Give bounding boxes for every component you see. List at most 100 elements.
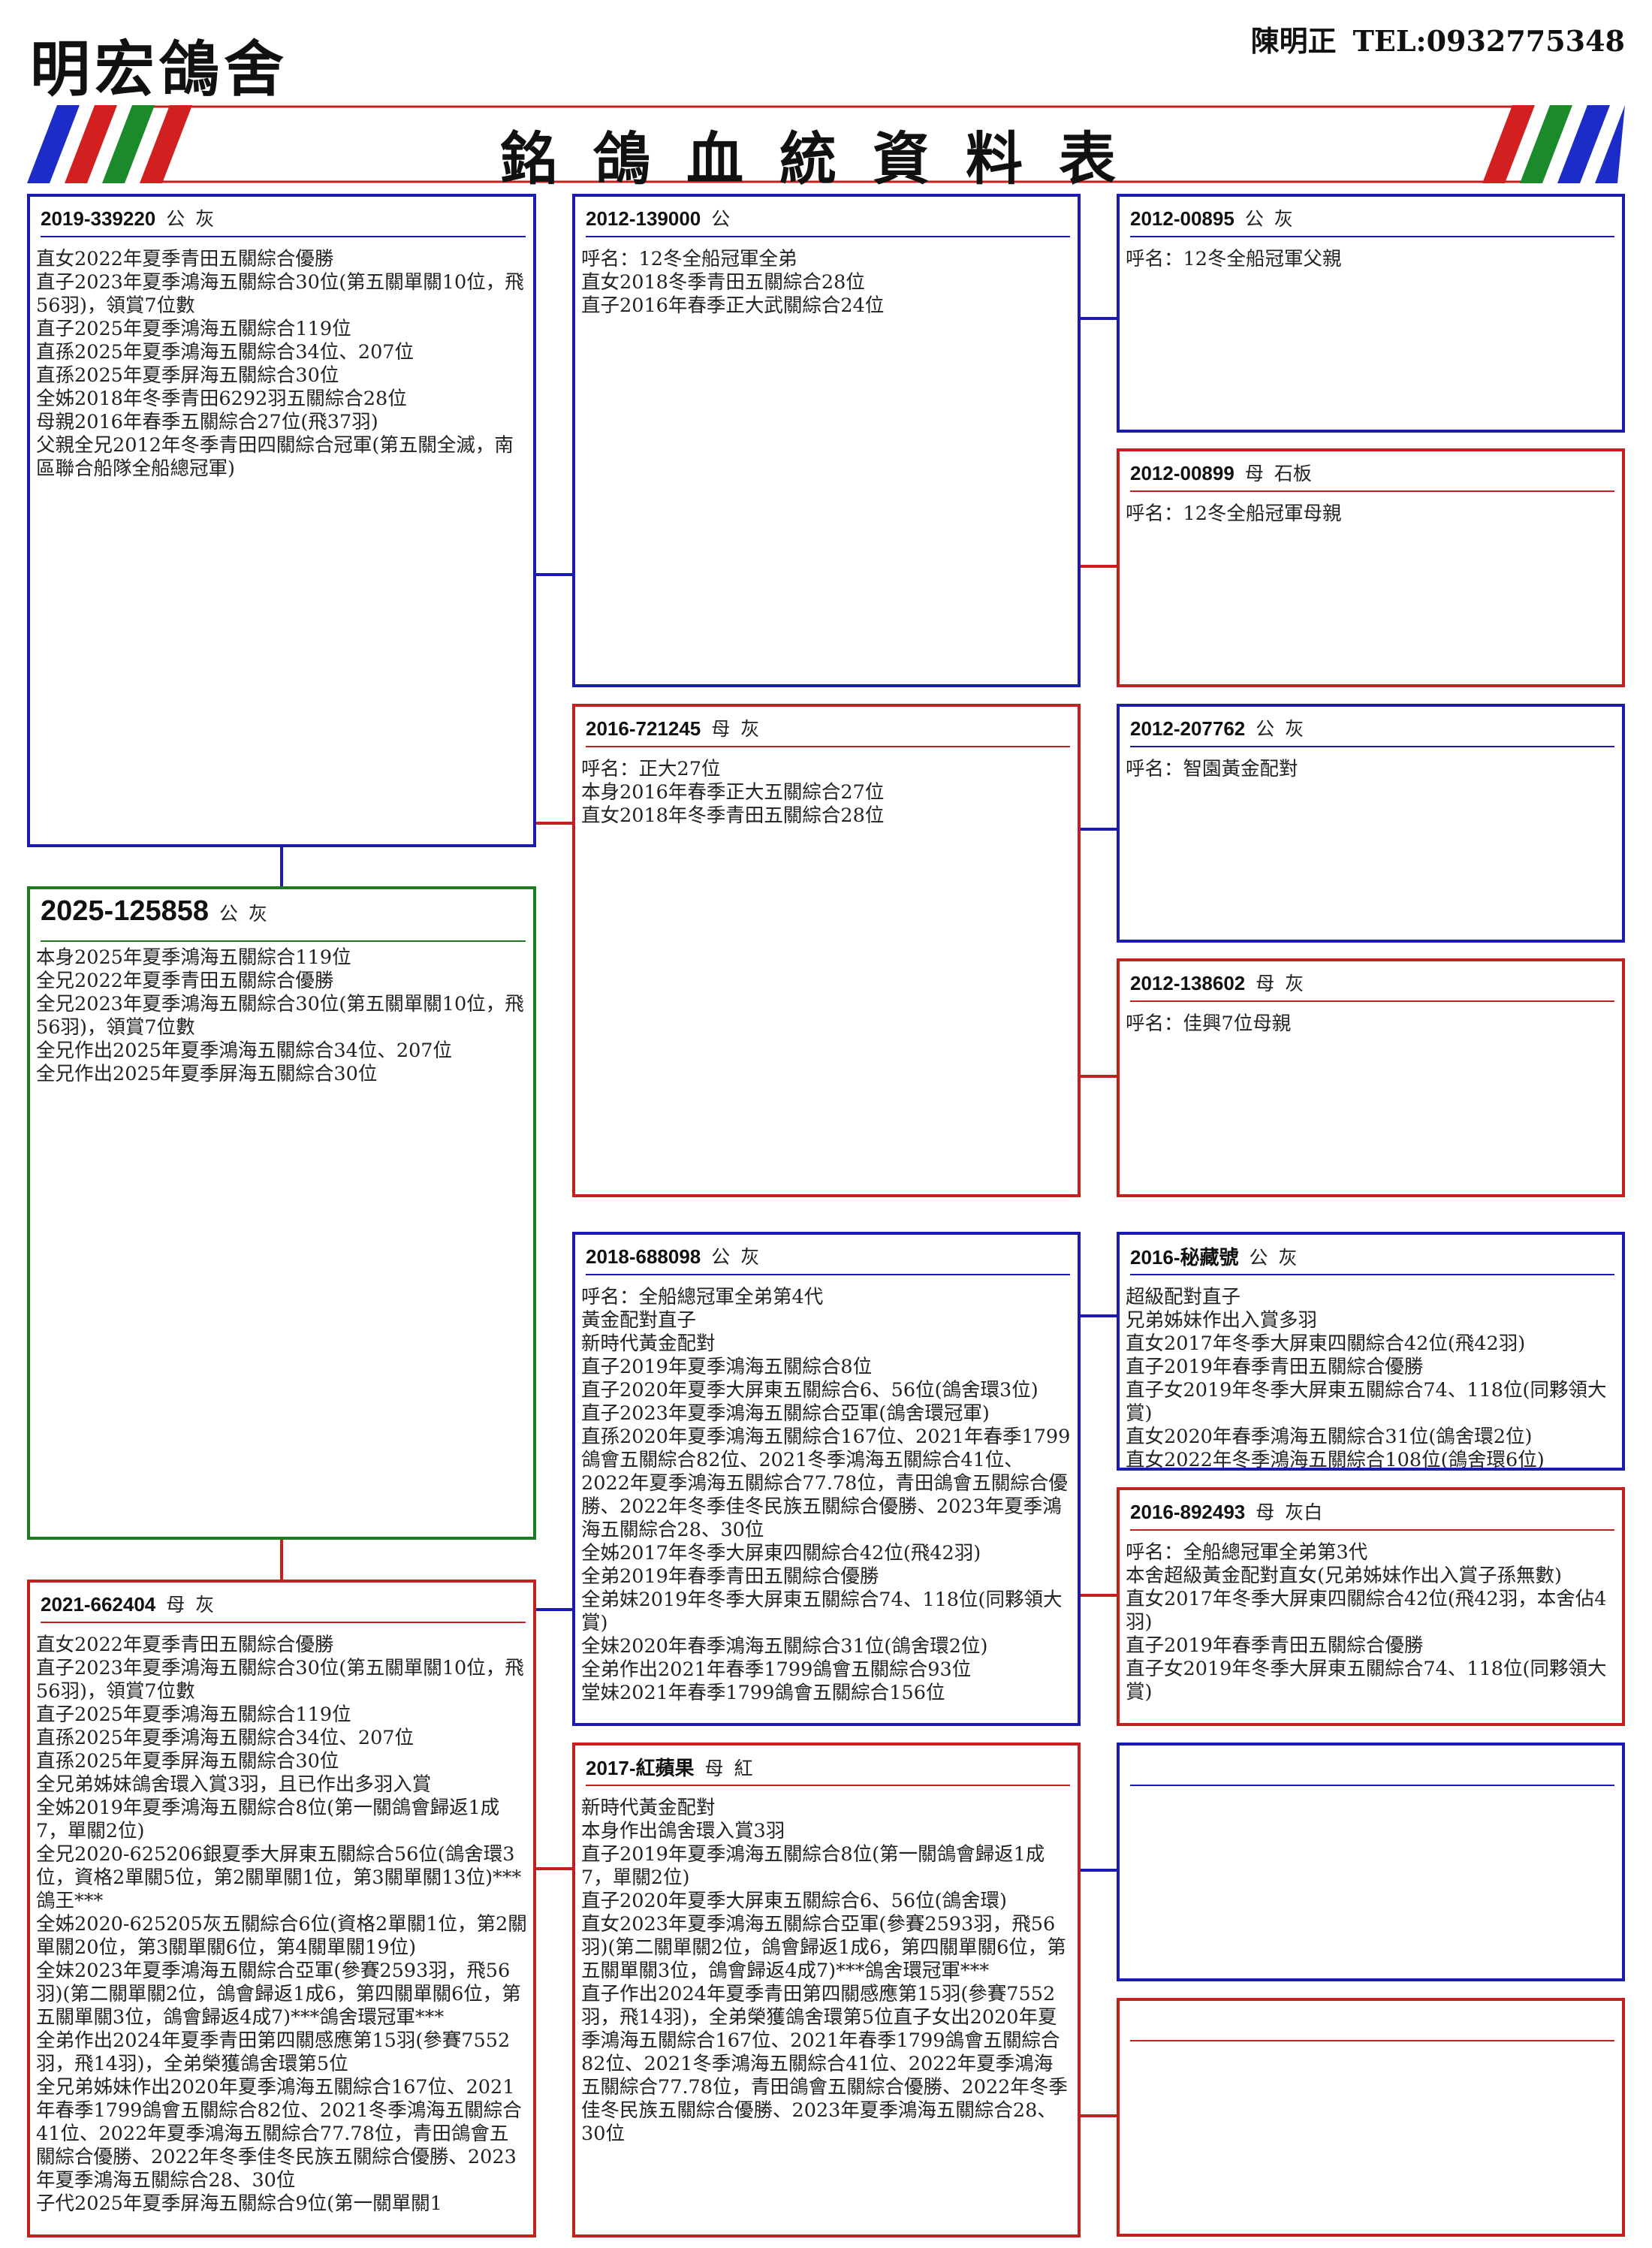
dd-dam-card[interactable]	[1117, 1998, 1625, 2237]
sd-dam-notes: 呼名：佳興7位母親	[1126, 1012, 1616, 1036]
note-line: 直子作出2024年夏季青田第四關感應第15羽(參賽7552羽，飛14羽)，全弟榮…	[581, 1983, 1068, 2145]
note-line: 全妹2020年春季鴻海五關綜合31位(鴿舍環2位)	[581, 1635, 988, 1658]
note-line: 父親全兄2012年冬季青田四關綜合冠軍(第五關全滅，南區聯合船隊全船總冠軍)	[36, 434, 514, 480]
ss-sire-card[interactable]: 2012-00895 公灰 呼名：12冬全船冠軍父親	[1117, 194, 1625, 433]
note-line: 全兄弟姊妹作出2020年夏季鴻海五關綜合167位、2021年春季1799鴿會五關…	[36, 2076, 522, 2192]
note-line: 直女2022年夏季青田五關綜合優勝	[36, 248, 334, 270]
right-stripes-icon	[1482, 105, 1625, 183]
connector-dam-dam	[535, 1867, 574, 1870]
note-line: 直孫2025年夏季鴻海五關綜合34位、207位	[36, 341, 415, 364]
connector-sire-sire	[535, 573, 574, 576]
note-line: 母親2016年春季五關綜合27位(飛37羽)	[36, 411, 378, 433]
ring-number: 2012-138602	[1130, 972, 1246, 994]
note-line: 全兄2020-625206銀夏季大屏東五關綜合56位(鴿舍環3位，資格2單關5位…	[36, 1843, 522, 1912]
ring-number: 2016-秘藏號	[1130, 1246, 1239, 1269]
dd-sire-card[interactable]	[1117, 1743, 1625, 1981]
title-banner	[27, 105, 1625, 183]
note-line: 全弟作出2021年春季1799鴿會五關綜合93位	[581, 1658, 972, 1681]
note-line: 直子女2019年冬季大屏東五關綜合74、118位(同夥領大賞)	[1126, 1658, 1607, 1703]
sex-label: 公	[711, 208, 731, 230]
sex-label: 公	[166, 208, 185, 230]
ring-number: 2012-139000	[586, 207, 701, 230]
ring-number: 2018-688098	[586, 1245, 701, 1268]
note-line: 呼名：佳興7位母親	[1126, 1012, 1292, 1035]
ring-number: 2025-125858	[41, 895, 209, 927]
connector-ss-dam	[1079, 565, 1118, 568]
banner-title: 銘鴿血統資料表	[500, 125, 1152, 192]
sex-label: 母	[704, 1758, 724, 1779]
connector-sd-sire	[1079, 828, 1118, 831]
connector-dam-sire	[535, 1608, 574, 1611]
ring-number: 2012-207762	[1130, 717, 1246, 740]
ring-number: 2016-721245	[586, 717, 701, 740]
dd-dam-header	[1130, 2008, 1614, 2041]
dam-dam-notes: 新時代黃金配對 本身作出鴿舍環入賞3羽 直子2019年夏季鴻海五關綜合8位(第一…	[581, 1797, 1072, 2146]
connector-subject-sire	[280, 847, 283, 886]
note-line: 直孫2025年夏季鴻海五關綜合34位、207位	[36, 1727, 415, 1749]
dd-sire-header	[1130, 1753, 1614, 1786]
connector-subject-dam	[280, 1539, 283, 1580]
note-line: 直孫2025年夏季屏海五關綜合30位	[36, 364, 339, 387]
dam-dam-card[interactable]: 2017-紅蘋果母紅 新時代黃金配對 本身作出鴿舍環入賞3羽 直子2019年夏季…	[572, 1743, 1081, 2237]
sex-label: 母	[166, 1594, 185, 1616]
ring-number: 2019-339220	[41, 207, 156, 230]
note-line: 全弟作出2024年夏季青田第四關感應第15羽(參賽7552羽，飛14羽)，全弟榮…	[36, 2029, 511, 2075]
sex-label: 公	[711, 1246, 731, 1268]
color-label: 灰	[1285, 718, 1304, 740]
note-line: 直子2020年夏季大屏東五關綜合6、56位(鴿舍環)	[581, 1890, 1007, 1912]
color-label: 灰	[740, 718, 760, 740]
note-line: 直子2019年夏季鴻海五關綜合8位(第一關鴿會歸返1成7，單關2位)	[581, 1843, 1045, 1889]
connector-sd-dam	[1079, 1075, 1118, 1078]
color-label: 灰白	[1285, 1501, 1323, 1523]
note-line: 超級配對直子	[1126, 1286, 1241, 1308]
sex-label: 公	[1249, 1247, 1268, 1269]
sd-sire-notes: 呼名：智園黃金配對	[1126, 758, 1616, 781]
ds-sire-header: 2016-秘藏號公灰	[1130, 1242, 1614, 1275]
ss-dam-notes: 呼名：12冬全船冠軍母親	[1126, 502, 1616, 526]
note-line: 呼名：12冬全船冠軍父親	[1126, 248, 1342, 270]
note-line: 黃金配對直子	[581, 1309, 697, 1332]
color-label: 灰	[1285, 973, 1304, 994]
connector-ds-dam	[1079, 1594, 1118, 1597]
connector-dd-sire	[1079, 1869, 1118, 1872]
phone-number: TEL:0932775348	[1352, 24, 1625, 58]
note-line: 全兄弟姊妹鴿舍環入賞3羽，且已作出多羽入賞	[36, 1773, 432, 1796]
note-line: 全兄2022年夏季青田五關綜合優勝	[36, 970, 334, 992]
note-line: 直子2019年夏季鴻海五關綜合8位	[581, 1356, 873, 1378]
color-label: 紅	[734, 1758, 753, 1779]
note-line: 直子2023年夏季鴻海五關綜合30位(第五關單關10位，飛56羽)，領賞7位數	[36, 271, 524, 317]
color-label: 灰	[1274, 208, 1293, 230]
note-line: 全姊2017年冬季大屏東四關綜合42位(飛42羽)	[581, 1542, 981, 1565]
sex-label: 公	[1244, 208, 1264, 230]
owner-name: 陳明正	[1250, 24, 1337, 58]
note-line: 直子2023年夏季鴻海五關綜合亞軍(鴿舍環冠軍)	[581, 1402, 990, 1425]
note-line: 直女2022年冬季鴻海五關綜合108位(鴿舍環6位)	[1126, 1449, 1545, 1471]
color-label: 石板	[1274, 463, 1312, 484]
note-line: 直女2017年冬季大屏東四關綜合42位(飛42羽)	[1126, 1332, 1526, 1355]
note-line: 直女2023年夏季鴻海五關綜合亞軍(參賽2593羽，飛56羽)(第二關單關2位，…	[581, 1913, 1066, 1982]
note-line: 直子2019年春季青田五關綜合優勝	[1126, 1356, 1424, 1378]
note-line: 全弟妹2019年冬季大屏東五關綜合74、118位(同夥領大賞)	[581, 1589, 1063, 1634]
note-line: 直女2022年夏季青田五關綜合優勝	[36, 1634, 334, 1656]
dam-sire-notes: 呼名：全船總冠軍全弟第4代 黃金配對直子 新時代黃金配對 直子2019年夏季鴻海…	[581, 1286, 1072, 1705]
ring-number: 2012-00895	[1130, 207, 1234, 230]
sex-label: 母	[1256, 1501, 1275, 1523]
ds-sire-card[interactable]: 2016-秘藏號公灰 超級配對直子 兄弟姊妹作出入賞多羽 直女2017年冬季大屏…	[1117, 1232, 1625, 1471]
sd-dam-card[interactable]: 2012-138602 母灰 呼名：佳興7位母親	[1117, 958, 1625, 1197]
sex-label: 母	[1256, 973, 1275, 994]
note-line: 全姊2020-625205灰五關綜合6位(資格2單關1位，第2關單關20位，第3…	[36, 1913, 527, 1959]
